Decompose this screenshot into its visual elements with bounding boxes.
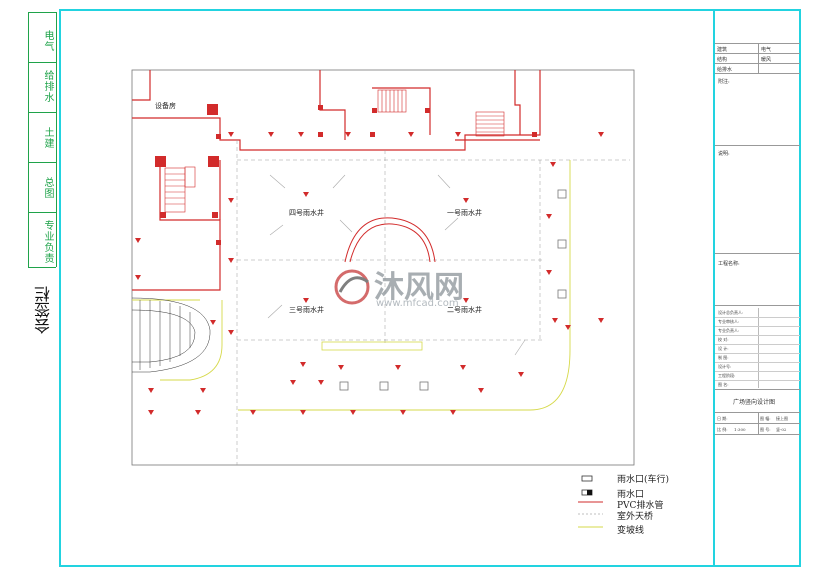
signoff-row-project-phase: 工程阶段:	[718, 373, 736, 378]
legend-label-inlet: 雨水口	[617, 490, 645, 500]
title-block-rule	[715, 380, 800, 381]
signature-cell-plumbing: 给排水	[42, 70, 53, 103]
header-cell-plumbing: 给排水	[717, 67, 733, 73]
signoff-row-checker: 校 对:	[718, 337, 729, 342]
title-block-rule	[715, 145, 800, 146]
title-block-rule	[715, 253, 800, 254]
description-title: 说明:	[718, 151, 730, 157]
scale-label: 比 例:	[717, 427, 728, 432]
legend-label-bridge: 室外天桥	[617, 512, 654, 522]
signature-divider	[28, 12, 56, 13]
stair-2	[475, 111, 505, 137]
signature-cell-site-plan: 总图	[42, 177, 53, 199]
slope-arrows	[267, 174, 526, 356]
legend-symbol-inlet-vehicle	[581, 475, 593, 482]
well-label-4: 四号雨水井	[289, 208, 324, 217]
signature-divider	[28, 267, 56, 268]
title-block-rule	[715, 53, 800, 54]
well-label-3: 三号雨水井	[289, 305, 324, 314]
signature-cell-civil: 土建	[42, 127, 53, 149]
sheet-value: 接上图	[776, 416, 788, 421]
legend-label-inlet-vehicle: 雨水口(车行)	[617, 475, 670, 485]
elevation-markers	[135, 132, 604, 415]
scale-value: 1:300	[734, 427, 746, 432]
title-block-rule	[715, 63, 800, 64]
legend-symbols	[578, 475, 603, 528]
stair-3	[164, 166, 196, 213]
title-block-rule-vertical	[758, 43, 759, 73]
signature-divider	[28, 62, 56, 63]
drawing-no-label: 图 号:	[760, 427, 771, 432]
title-block-rule	[715, 326, 800, 327]
title-block-rule	[715, 362, 800, 363]
title-block-rule	[715, 412, 800, 413]
fountain-arc	[344, 217, 436, 263]
bench-row	[321, 341, 423, 351]
title-block-rule	[715, 389, 800, 390]
title-block-rule	[715, 353, 800, 354]
signoff-row-designer: 设 计:	[718, 346, 729, 351]
legend-label-slope-line: 变坡线	[617, 526, 645, 536]
well-label-2: 二号雨水井	[447, 305, 482, 314]
plaza-grid	[236, 140, 630, 465]
title-block-rule	[715, 335, 800, 336]
signature-column-border-left	[28, 12, 29, 267]
date-label: 日 期:	[717, 416, 728, 421]
signoff-row-design-lead: 设计总负责人:	[718, 310, 744, 315]
structural-columns	[155, 104, 537, 245]
title-block-header: 建筑 电气 结构 暖风 给排水	[715, 43, 800, 75]
signoff-row-drawing-name: 图 名:	[718, 382, 729, 387]
signoff-row-reviewer: 专业审核人:	[718, 319, 740, 324]
title-block-rule	[715, 434, 800, 435]
signature-divider	[28, 112, 56, 113]
watermark-logo: 沐风网 www.mfcad.com	[334, 269, 464, 309]
storm-inlets	[339, 189, 567, 391]
title-block-rule	[715, 344, 800, 345]
drawing-title: 广场竖向设计图	[733, 399, 776, 406]
title-block-rule	[715, 423, 800, 424]
title-block-rule	[715, 43, 800, 44]
project-name-label: 工程名称:	[718, 261, 740, 267]
title-block-rule	[715, 73, 800, 74]
title-block-rule	[715, 317, 800, 318]
title-block-rule	[715, 305, 800, 306]
curved-ramp	[131, 297, 211, 373]
notes-title: 附注:	[718, 79, 730, 85]
title-block-rule	[715, 371, 800, 372]
signoff-row-design-number: 设计号:	[718, 364, 732, 369]
watermark-brand: 沐风网	[374, 270, 464, 305]
header-cell-architecture: 建筑	[717, 47, 728, 53]
equipment-room-label: 设备房	[155, 101, 176, 110]
header-cell-hvac: 暖风	[761, 57, 772, 63]
signoff-row-discipline-lead: 专业负责人:	[718, 328, 740, 333]
building-walls	[132, 70, 541, 291]
watermark-url: www.mfcad.com	[376, 298, 459, 309]
grade-lines	[132, 160, 571, 411]
title-block-divider	[713, 9, 715, 567]
sheet-label: 图 幅:	[760, 416, 771, 421]
signature-cell-discipline-lead: 专业负责	[42, 220, 53, 264]
signature-divider	[28, 162, 56, 163]
signature-cell-electrical: 电气	[42, 30, 53, 52]
legend-label-pvc-pipe: PVC排水管	[617, 501, 664, 511]
drawing-frame	[59, 9, 801, 567]
header-cell-electrical: 电气	[761, 47, 772, 53]
stair-1	[377, 89, 407, 113]
well-label-1: 一号雨水井	[447, 208, 482, 217]
header-cell-structure: 结构	[717, 57, 728, 63]
plan-boundary	[131, 69, 635, 466]
signature-column-border-right	[56, 12, 57, 267]
title-block-rule-vertical	[758, 412, 759, 434]
legend: 雨水口(车行) 雨水口 PVC排水管 室外天桥 变坡线	[575, 472, 705, 542]
title-block-rule-vertical	[758, 308, 759, 388]
signature-divider	[28, 212, 56, 213]
drawing-no-value: 竖-02	[776, 427, 787, 432]
signoff-row-drafter: 制 图:	[718, 355, 729, 360]
watermark-logo-icon	[334, 269, 370, 305]
